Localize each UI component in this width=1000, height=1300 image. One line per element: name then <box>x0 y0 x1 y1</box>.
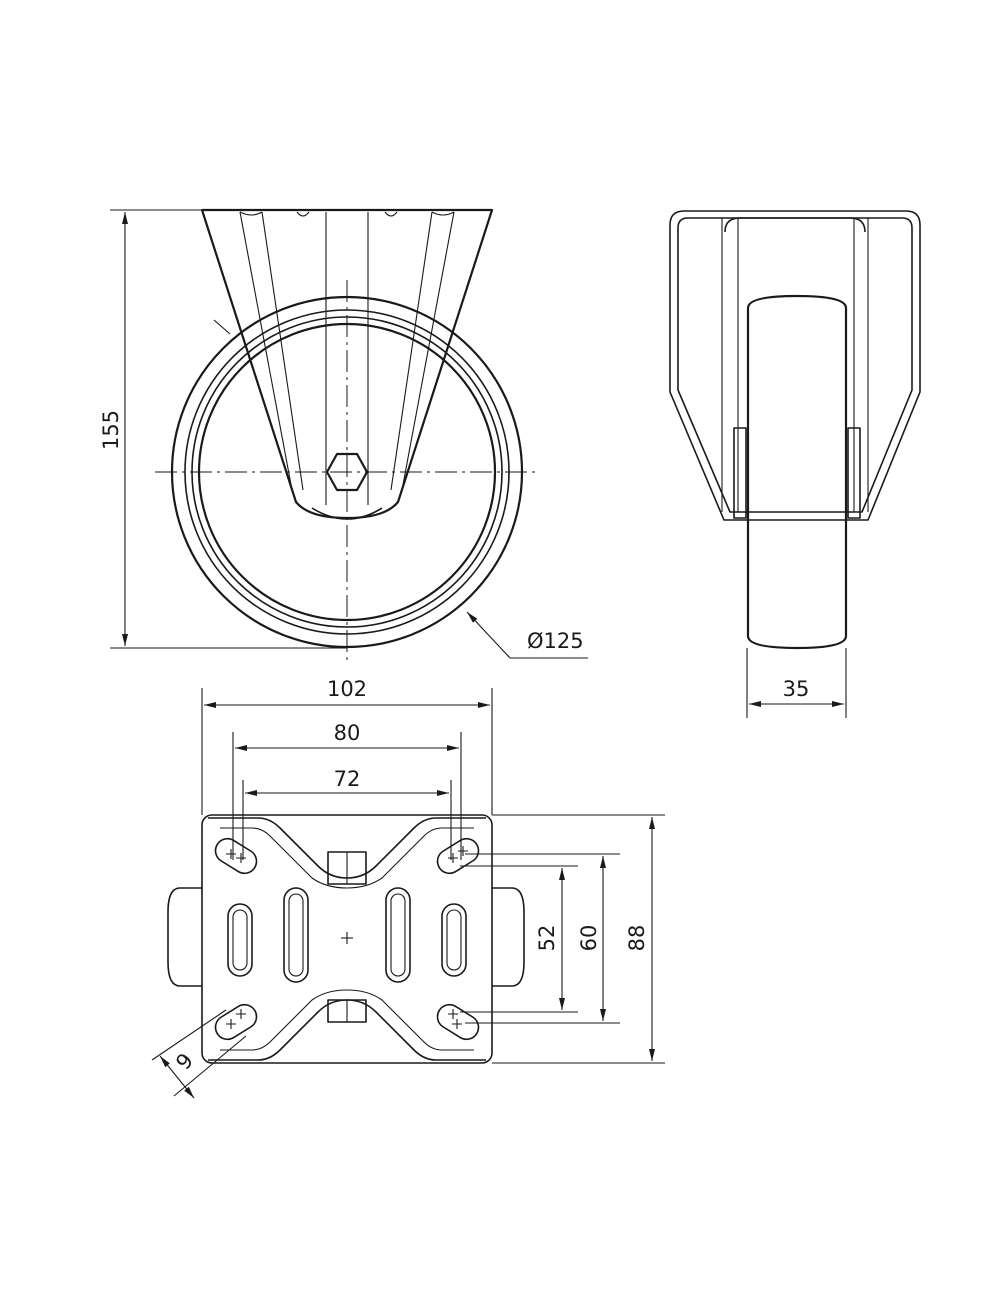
plate-wheel-stub-right <box>492 887 525 987</box>
width-dim-label: 35 <box>783 677 810 701</box>
bolt-hole-bottom-left <box>214 1003 258 1041</box>
fork-rib-right-inner <box>390 211 433 491</box>
bolt-y52-label: 52 <box>535 925 559 952</box>
fork-top-curve-right <box>431 211 455 216</box>
height-dim-label: 155 <box>99 410 123 450</box>
side-view: 35 <box>669 210 921 718</box>
diameter-leader <box>466 611 511 659</box>
fork-top-curve-left <box>239 211 263 216</box>
slot-right-inner <box>385 887 411 983</box>
slot-width-dim-line <box>159 1055 195 1099</box>
wheel-edge-tick <box>213 319 231 335</box>
fork-rib-left-inner <box>261 211 304 491</box>
top-view: 102 80 72 88 60 52 9 <box>151 677 665 1099</box>
side-axle-boss-left <box>733 427 747 519</box>
slot-left-inner <box>283 887 309 983</box>
slot-width-label: 9 <box>171 1049 198 1075</box>
slot-left-outer <box>227 903 253 977</box>
side-fork-outer <box>669 210 921 521</box>
side-axle-boss-right <box>847 427 861 519</box>
bolt-hole-top-right <box>436 837 480 875</box>
bolt-hole-top-left <box>214 837 258 875</box>
mounting-plate <box>201 814 493 1064</box>
side-wheel <box>746 294 848 650</box>
fork-top-curve-center2 <box>384 211 398 217</box>
bolt-x80-label: 80 <box>334 721 361 745</box>
plate-length-label: 88 <box>625 925 649 952</box>
slot-width-ext-a <box>151 1009 227 1061</box>
plate-width-label: 102 <box>327 677 367 701</box>
fork-top-curve-center <box>296 211 310 217</box>
slot-right-outer <box>441 903 467 977</box>
bolt-x72-label: 72 <box>334 767 361 791</box>
bolt-hole-bottom-right <box>436 1003 480 1041</box>
fork-rib-left-outer <box>239 211 293 491</box>
plate-bridge-top-inner <box>220 827 474 889</box>
side-top-bracket <box>724 217 866 233</box>
bolt-y60-label: 60 <box>577 925 601 952</box>
front-view: 155 Ø125 <box>99 208 588 660</box>
diameter-label: Ø125 <box>527 629 584 653</box>
plate-wheel-stub-left <box>167 887 202 987</box>
side-fork-inner <box>677 217 913 513</box>
axle-nut <box>325 452 369 492</box>
fork-rib-right-outer <box>401 211 455 491</box>
plate-bridge-bottom-inner <box>220 989 474 1051</box>
